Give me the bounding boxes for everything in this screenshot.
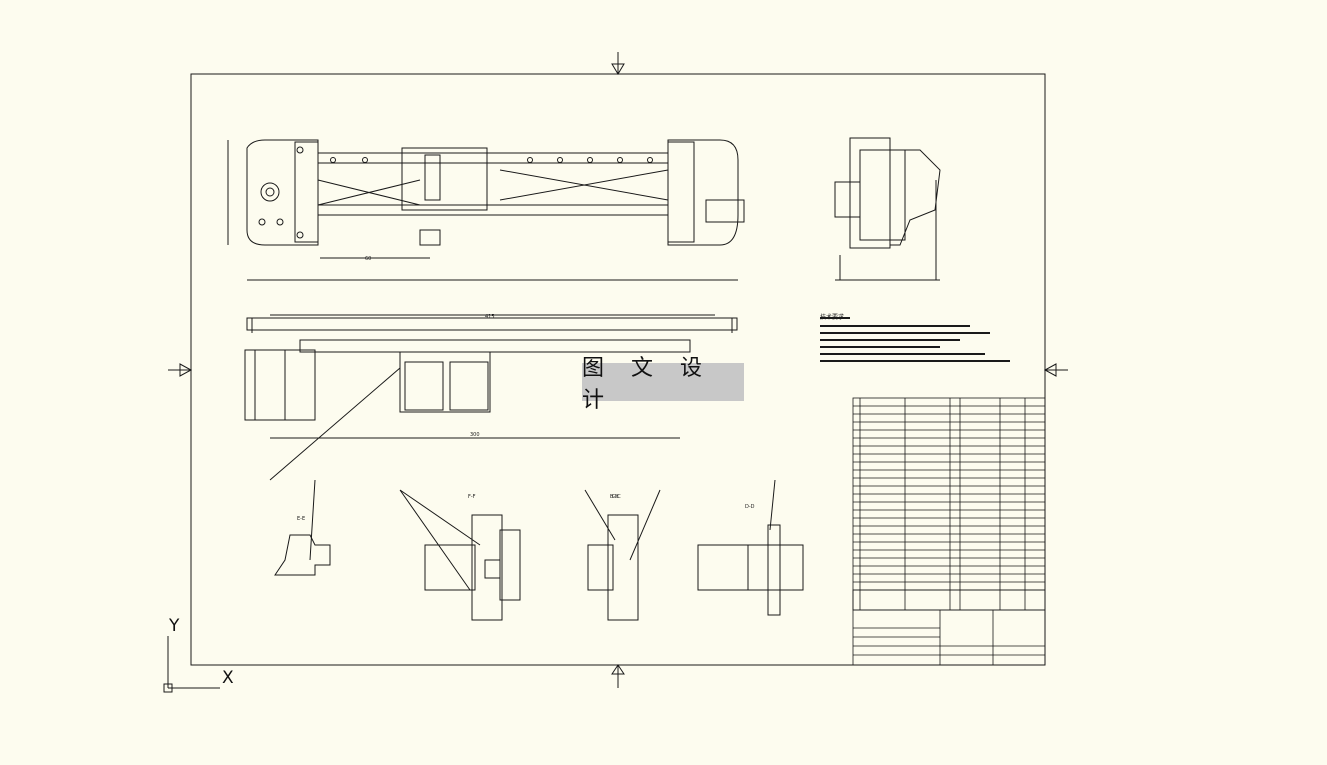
side-view [834, 137, 941, 281]
front-view [244, 314, 738, 481]
ucs-icon [163, 636, 220, 693]
notes-block [820, 317, 1010, 362]
section-label: F-F [468, 494, 476, 500]
dimension-label: 300 [470, 432, 480, 438]
section-e-view [274, 479, 331, 576]
dimension-label: 60 [365, 256, 371, 262]
watermark-label: 图 文 设 计 [582, 356, 744, 413]
section-c-view [584, 489, 661, 621]
section-label: E-E [297, 516, 305, 522]
section-label: C-C [612, 494, 621, 500]
section-label: D-D [745, 504, 755, 510]
section-label: B-B [610, 494, 619, 500]
section-d-view [697, 479, 804, 616]
section-b-view [399, 489, 521, 621]
top-view [227, 139, 745, 281]
center-mark-top [611, 52, 625, 75]
center-mark-bottom [611, 664, 625, 688]
center-mark-left [168, 363, 193, 377]
dimension-label: 415 [485, 314, 495, 320]
ucs-x-label: X [222, 668, 234, 688]
center-mark-right [1043, 363, 1068, 377]
parts-list-table [852, 397, 1046, 666]
ucs-y-label: Y [169, 616, 180, 636]
notes-heading: 技术要求 [820, 313, 844, 321]
